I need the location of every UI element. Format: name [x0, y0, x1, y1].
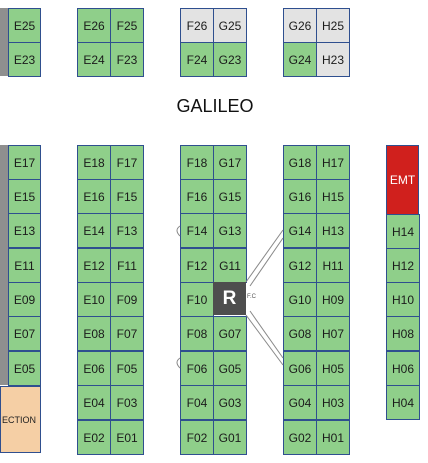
booth-h23[interactable]: H23: [316, 42, 350, 77]
booth-f14[interactable]: F14: [180, 213, 214, 248]
booth-e16[interactable]: E16: [77, 179, 111, 214]
booth-f06[interactable]: F06: [180, 351, 214, 386]
booth-e13[interactable]: E13: [8, 213, 41, 248]
booth-f26[interactable]: F26: [180, 8, 214, 43]
booth-h04[interactable]: H04: [386, 385, 420, 420]
booth-e05[interactable]: E05: [8, 351, 41, 386]
booth-h25[interactable]: H25: [316, 8, 350, 43]
booth-g24[interactable]: G24: [283, 42, 317, 77]
booth-f10[interactable]: F10: [180, 282, 214, 317]
booth-f13[interactable]: F13: [110, 213, 144, 248]
booth-e08[interactable]: E08: [77, 316, 111, 351]
booth-f02[interactable]: F02: [180, 420, 214, 455]
left-edge-strip-top: [0, 8, 9, 76]
booth-h12[interactable]: H12: [386, 248, 420, 283]
booth-e01[interactable]: E01: [110, 420, 144, 455]
booth-f05[interactable]: F05: [110, 351, 144, 386]
booth-g02[interactable]: G02: [283, 420, 317, 455]
booth-e07[interactable]: E07: [8, 316, 41, 351]
booth-f17[interactable]: F17: [110, 145, 144, 180]
booth-g07[interactable]: G07: [213, 316, 247, 351]
booth-f11[interactable]: F11: [110, 248, 144, 283]
booth-g16[interactable]: G16: [283, 179, 317, 214]
booth-h07[interactable]: H07: [316, 316, 350, 351]
booth-e26[interactable]: E26: [77, 8, 111, 43]
booth-e25[interactable]: E25: [8, 8, 41, 43]
booth-g03[interactable]: G03: [213, 385, 247, 420]
hall-title: GALILEO: [176, 96, 254, 116]
booth-f07[interactable]: F07: [110, 316, 144, 351]
booth-h15[interactable]: H15: [316, 179, 350, 214]
booth-g05[interactable]: G05: [213, 351, 247, 386]
booth-h01[interactable]: H01: [316, 420, 350, 455]
booth-f08[interactable]: F08: [180, 316, 214, 351]
booth-f18[interactable]: F18: [180, 145, 214, 180]
booth-g13[interactable]: G13: [213, 213, 247, 248]
booth-g06[interactable]: G06: [283, 351, 317, 386]
booth-g08[interactable]: G08: [283, 316, 317, 351]
booth-g01[interactable]: G01: [213, 420, 247, 455]
r-marker[interactable]: R: [213, 282, 246, 315]
booth-g14[interactable]: G14: [283, 213, 317, 248]
booth-h13[interactable]: H13: [316, 213, 350, 248]
fc-label: F.C: [247, 294, 256, 300]
booth-g23[interactable]: G23: [213, 42, 247, 77]
booth-h03[interactable]: H03: [316, 385, 350, 420]
booth-e11[interactable]: E11: [8, 248, 41, 283]
booth-f04[interactable]: F04: [180, 385, 214, 420]
booth-e24[interactable]: E24: [77, 42, 111, 77]
booth-e18[interactable]: E18: [77, 145, 111, 180]
booth-g25[interactable]: G25: [213, 8, 247, 43]
booth-g26[interactable]: G26: [283, 8, 317, 43]
booth-f03[interactable]: F03: [110, 385, 144, 420]
booth-e06[interactable]: E06: [77, 351, 111, 386]
booth-f09[interactable]: F09: [110, 282, 144, 317]
booth-f24[interactable]: F24: [180, 42, 214, 77]
left-edge-strip-bottom: [0, 145, 9, 385]
booth-g04[interactable]: G04: [283, 385, 317, 420]
booth-e14[interactable]: E14: [77, 213, 111, 248]
section-booth[interactable]: ECTION: [0, 386, 41, 453]
booth-f23[interactable]: F23: [110, 42, 144, 77]
booth-g10[interactable]: G10: [283, 282, 317, 317]
booth-h09[interactable]: H09: [316, 282, 350, 317]
emt-booth[interactable]: EMT: [386, 145, 419, 215]
booth-e02[interactable]: E02: [77, 420, 111, 455]
booth-e15[interactable]: E15: [8, 179, 41, 214]
booth-g17[interactable]: G17: [213, 145, 247, 180]
booth-h08[interactable]: H08: [386, 316, 420, 351]
